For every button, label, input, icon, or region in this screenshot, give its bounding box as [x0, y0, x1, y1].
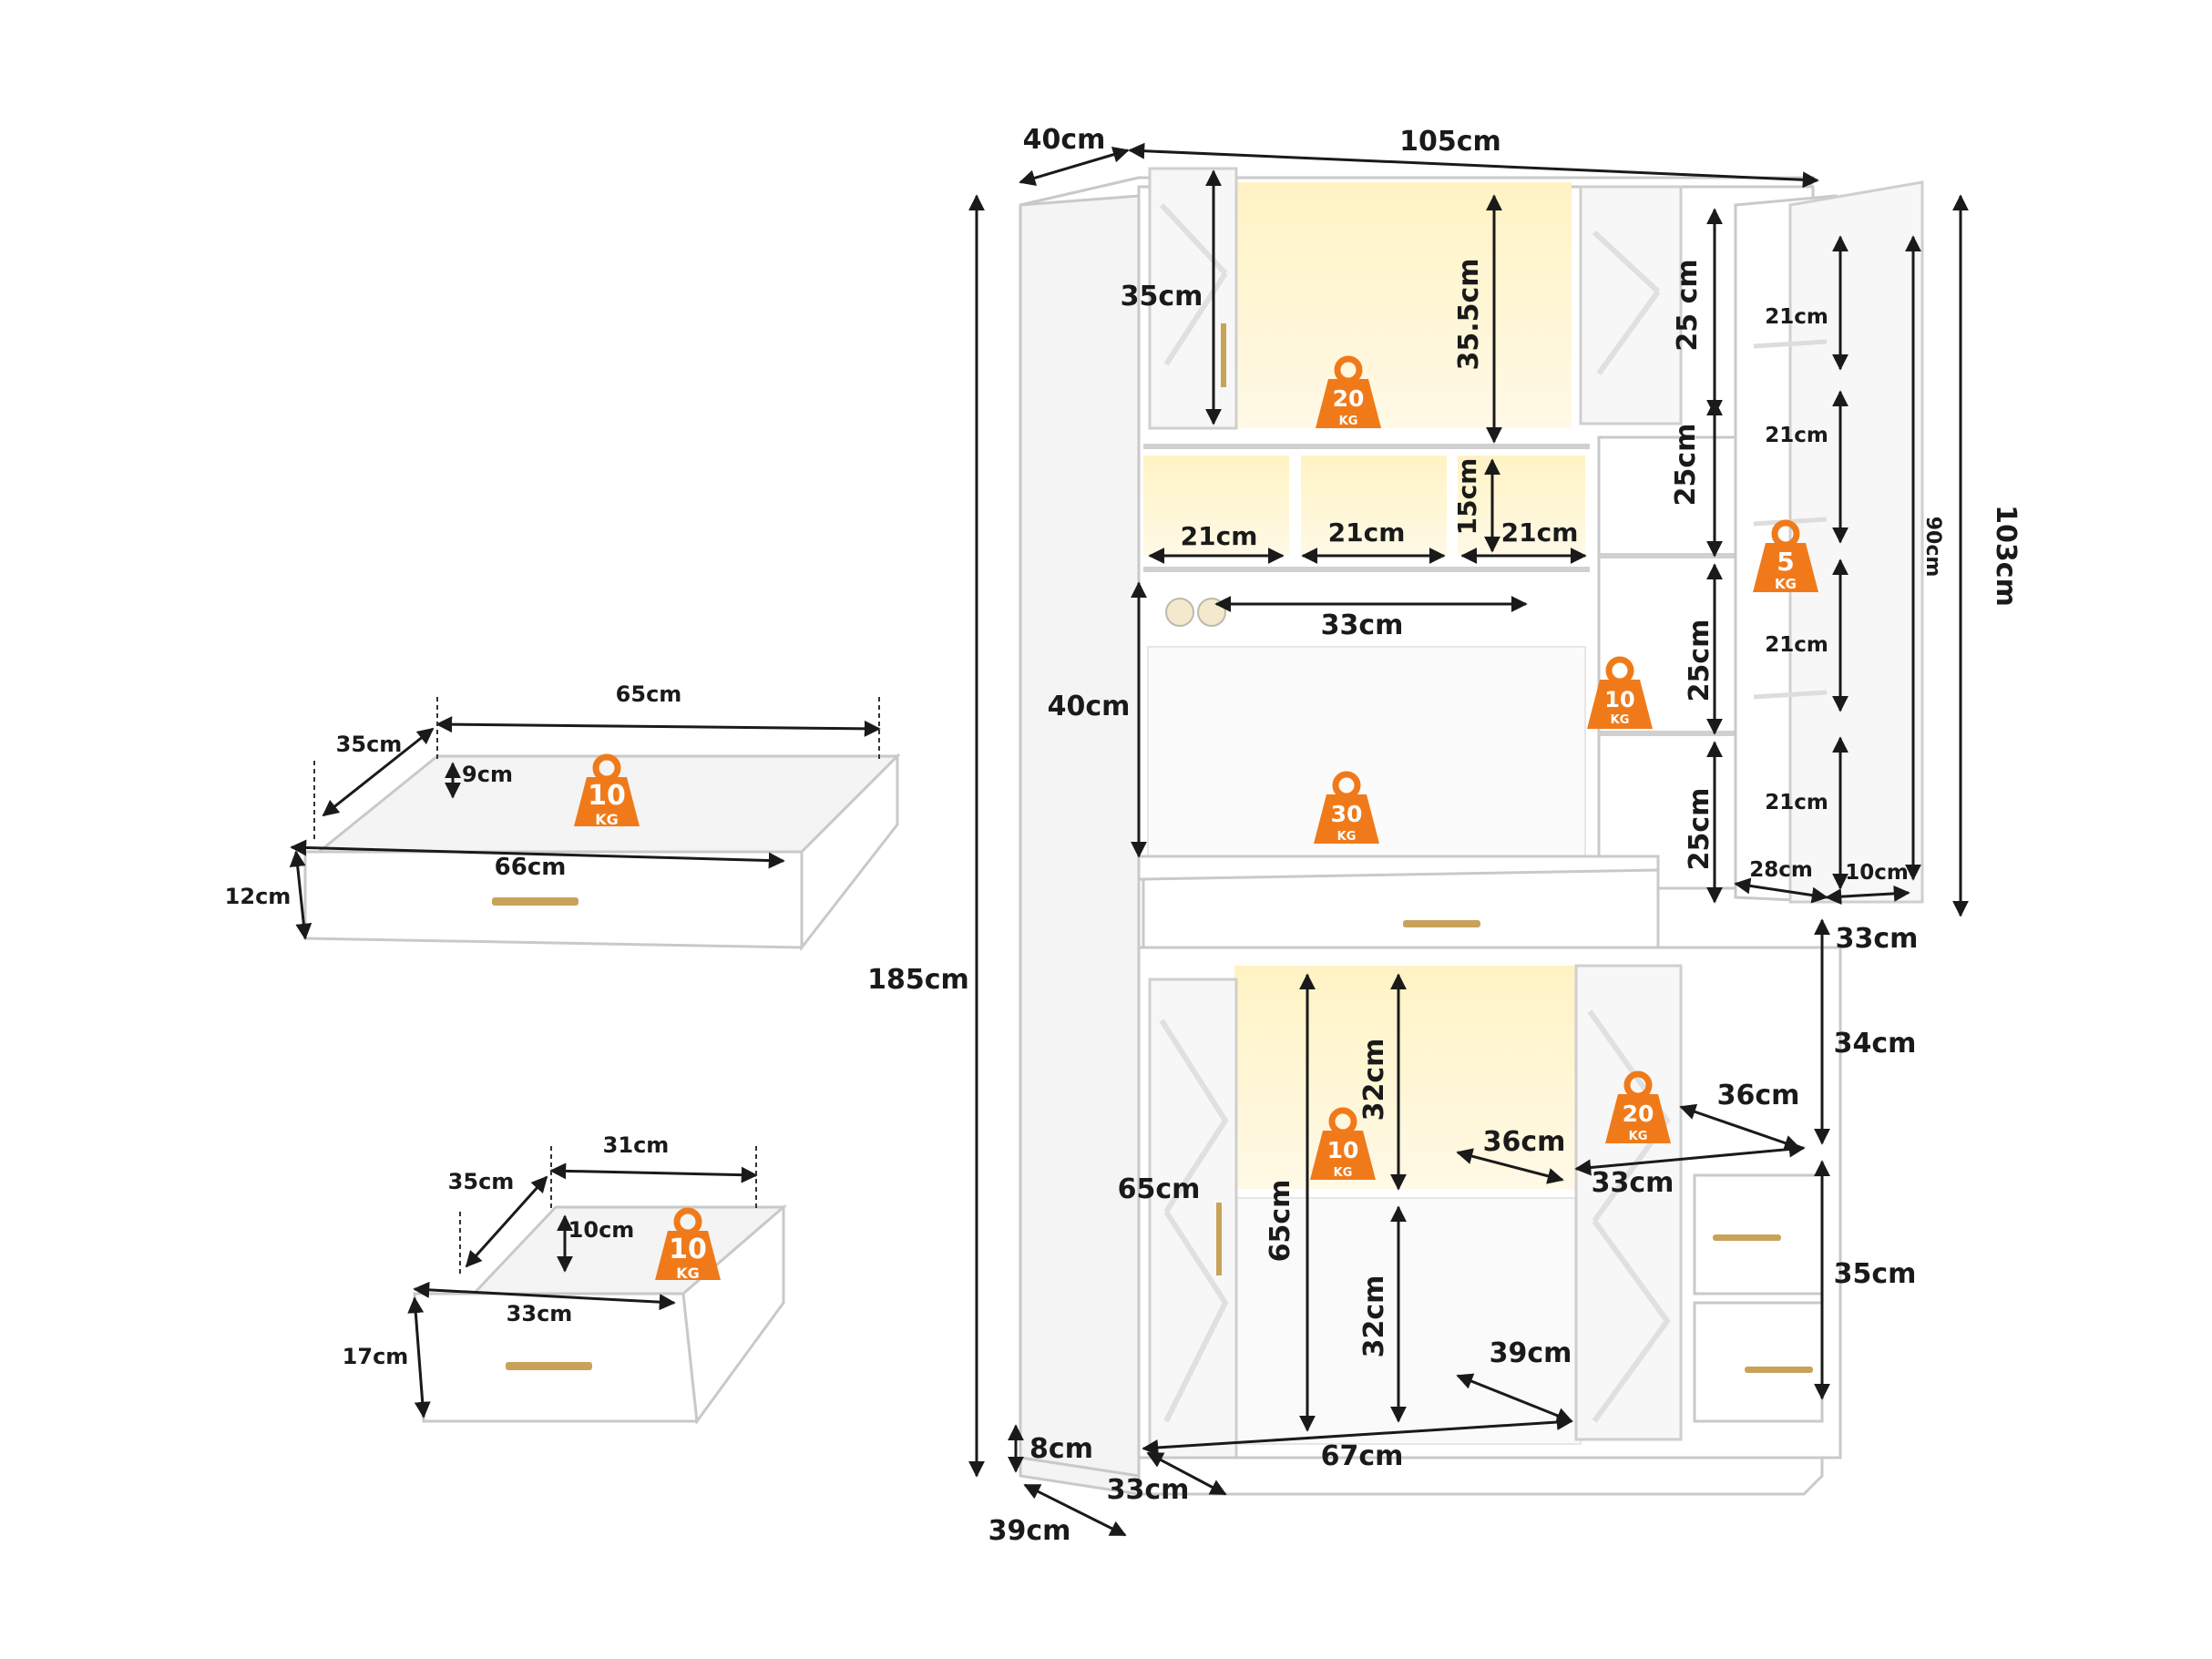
upper-glass-cabinet-interior [1234, 182, 1572, 428]
svg-text:10: 10 [669, 1234, 707, 1265]
label-drawer1-height: 12cm [225, 884, 292, 909]
label-upper-height: 103cm [1990, 505, 2022, 607]
label-drawer2-depth-back: 31cm [603, 1132, 670, 1158]
svg-text:KG: KG [1775, 576, 1797, 592]
label-upper-door-width: 35cm [1121, 281, 1203, 312]
label-lower-interior-height: 65cm [1265, 1180, 1296, 1263]
label-spice-rack-1: 21cm [1765, 305, 1828, 329]
label-drawer2-side: 35cm [448, 1169, 515, 1194]
label-lower-upper-height: 32cm [1358, 1039, 1390, 1121]
label-drawer1-depth-back: 65cm [616, 681, 682, 707]
large-drawer [303, 753, 901, 952]
cabinet [1019, 167, 1924, 1496]
label-drawer2-inner-height: 10cm [568, 1217, 635, 1243]
label-lower-width: 67cm [1321, 1440, 1404, 1472]
large-drawer-handle [492, 897, 579, 906]
svg-text:20: 20 [1333, 385, 1365, 412]
label-lower-bottom-height: 32cm [1358, 1275, 1390, 1358]
svg-text:KG: KG [1629, 1130, 1648, 1143]
weight-badge-5kg-door: 5KG [1753, 523, 1818, 592]
svg-text:KG: KG [1334, 1166, 1353, 1180]
lower-left-handle [1216, 1203, 1222, 1275]
label-spice-rack-2: 21cm [1765, 424, 1828, 447]
label-lower-interior-depth: 39cm [1490, 1337, 1572, 1369]
label-base-depth: 39cm [988, 1515, 1071, 1547]
label-side-shelf-1: 25cm [1670, 424, 1702, 507]
label-cubby-height: 15cm [1452, 458, 1482, 536]
label-lower-door-height: 65cm [1118, 1173, 1201, 1205]
svg-text:30: 30 [1331, 801, 1363, 827]
svg-text:5: 5 [1777, 547, 1794, 577]
svg-text:10: 10 [588, 780, 626, 812]
svg-text:KG: KG [595, 811, 619, 828]
label-lower-right-width: 36cm [1717, 1080, 1800, 1111]
label-cubby-2-width: 21cm [1328, 517, 1406, 548]
svg-text:10: 10 [1604, 687, 1634, 712]
label-drawer1-inner-height: 9cm [462, 762, 513, 787]
label-drawers-height: 35cm [1834, 1258, 1917, 1290]
label-door-height: 90cm [1921, 517, 1944, 578]
svg-text:KG: KG [1611, 713, 1630, 727]
dimension-lines [289, 142, 1969, 1537]
label-lower-right-height: 34cm [1834, 1028, 1917, 1060]
label-lower-right-depth: 33cm [1836, 923, 1919, 955]
label-upper-cabinet-height: 35.5cm [1453, 258, 1485, 370]
label-door-depth: 33cm [1107, 1474, 1190, 1506]
spice-door [1788, 180, 1924, 904]
svg-text:KG: KG [1339, 415, 1358, 428]
pull-out-drawer [1142, 868, 1660, 954]
label-drawer1-width: 66cm [495, 854, 567, 881]
drawer-handle [1403, 920, 1480, 927]
svg-text:KG: KG [1337, 830, 1357, 844]
cubby-2 [1301, 456, 1447, 556]
label-cubby-3-width: 21cm [1501, 517, 1579, 548]
power-socket-1 [1165, 598, 1194, 627]
cubby-1 [1143, 456, 1289, 556]
lower-left-door [1148, 978, 1238, 1464]
label-spice-rack-4: 21cm [1765, 791, 1828, 814]
label-rack-depth: 10cm [1845, 861, 1909, 885]
label-bay-depth: 33cm [1321, 609, 1404, 641]
lower-right-door [1574, 964, 1683, 1441]
label-bay-height: 40cm [1048, 691, 1131, 722]
label-lower-center-width: 33cm [1592, 1167, 1674, 1199]
right-drawer-2 [1693, 1301, 1824, 1423]
label-lower-center-depth: 36cm [1483, 1126, 1566, 1158]
upper-left-handle [1221, 323, 1226, 387]
label-total-height: 185cm [867, 964, 969, 996]
svg-text:20: 20 [1623, 1101, 1654, 1127]
label-width-top: 105cm [1399, 126, 1501, 158]
svg-text:10: 10 [1327, 1137, 1359, 1163]
label-depth-top: 40cm [1023, 124, 1106, 156]
svg-text:KG: KG [676, 1265, 700, 1282]
cabinet-base [1137, 1456, 1824, 1496]
label-cubby-1-width: 21cm [1181, 521, 1258, 551]
upper-right-door [1579, 185, 1683, 425]
label-side-shelf-3: 25cm [1684, 788, 1715, 871]
label-drawer2-height: 17cm [343, 1344, 409, 1369]
label-base-height: 8cm [1029, 1433, 1093, 1465]
label-drawer1-side: 35cm [336, 732, 403, 757]
label-spice-rack-3: 21cm [1765, 633, 1828, 657]
label-drawer2-width: 33cm [507, 1301, 573, 1326]
label-side-shelf-2: 25cm [1684, 620, 1715, 702]
cabinet-left-side [1019, 176, 1141, 1478]
cubby-3 [1458, 456, 1585, 556]
dimension-labels: 40cm 105cm 185cm 103cm 90cm 35cm 35.5cm … [225, 124, 2022, 1547]
label-upper-right-height: 25 cm [1672, 259, 1704, 351]
label-shelf-depth: 28cm [1749, 858, 1813, 882]
small-drawer-handle [506, 1362, 592, 1370]
